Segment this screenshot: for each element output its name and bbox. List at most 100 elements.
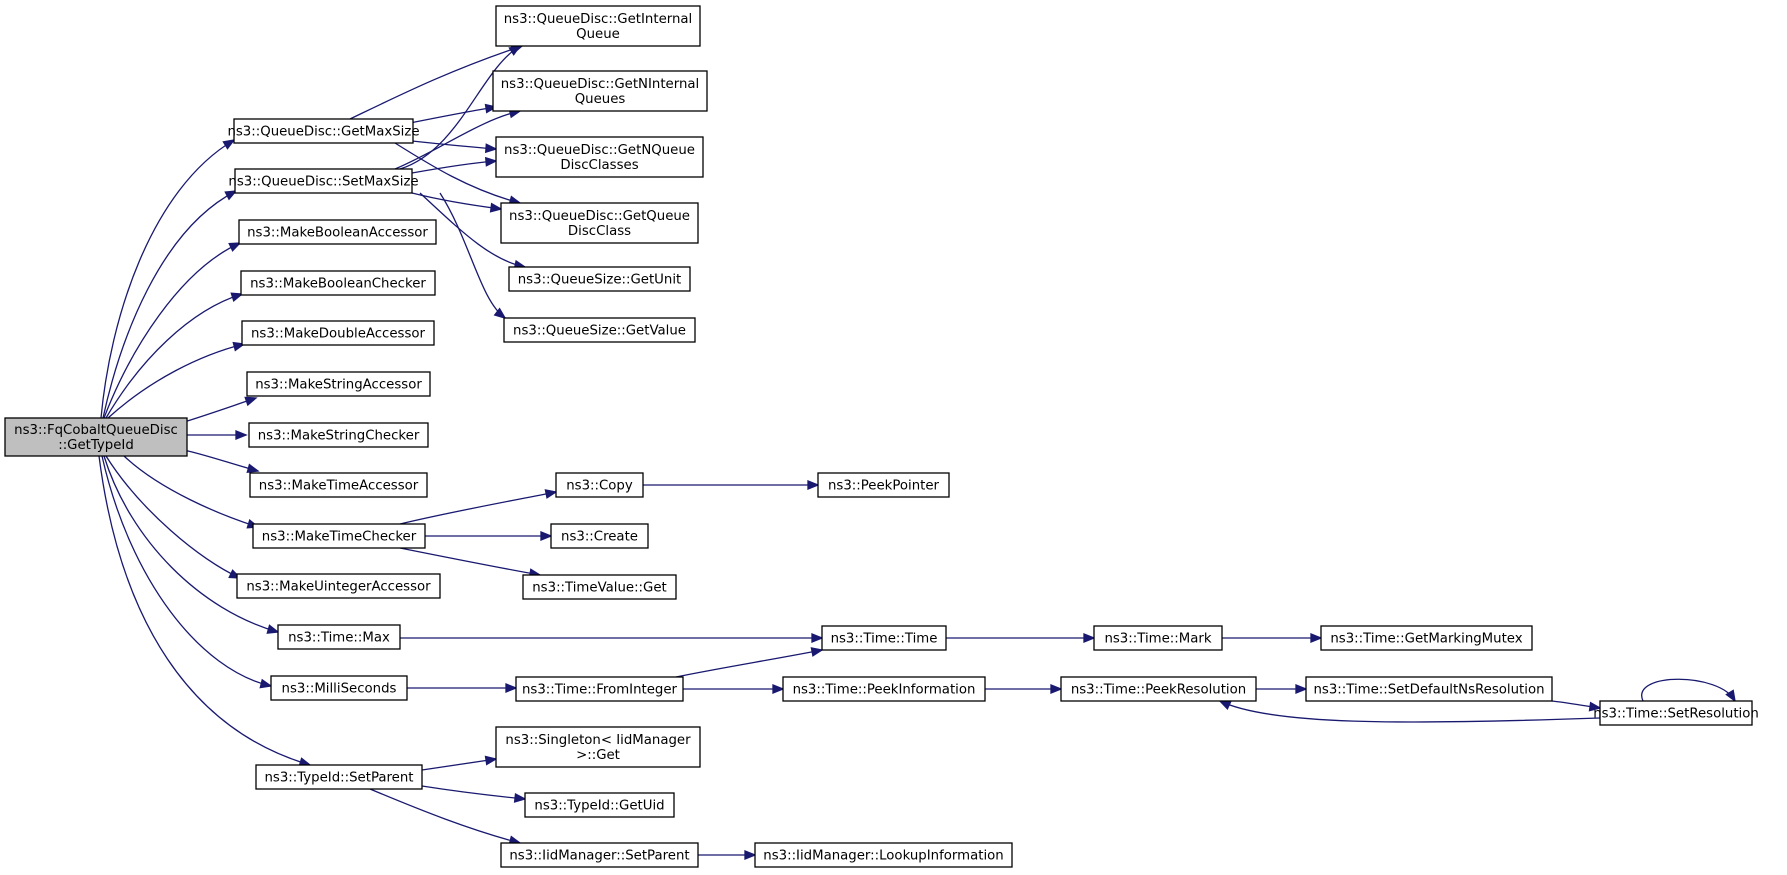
node-fromint[interactable]: ns3::Time::FromInteger — [515, 676, 684, 702]
node-label: ns3::Copy — [566, 479, 633, 494]
node-timemax[interactable]: ns3::Time::Max — [277, 624, 401, 650]
edge-copy-to-peekptr — [643, 480, 820, 490]
node-label: ns3::TypeId::GetUid — [534, 799, 664, 814]
node-label: ns3::QueueDisc::SetMaxSize — [228, 175, 418, 190]
edge-line — [409, 106, 497, 124]
node-box — [248, 422, 429, 448]
edge-arrowhead — [228, 242, 242, 252]
edge-line — [399, 45, 521, 170]
edge-arrowhead — [744, 850, 757, 860]
edge-line — [101, 455, 272, 687]
edge-arrowhead — [1588, 701, 1602, 712]
edge-getmaxsize-to-getnqdc — [411, 140, 498, 154]
node-root[interactable]: ns3::FqCobaltQueueDisc::GetTypeId — [4, 417, 188, 457]
node-label: ns3::TimeValue::Get — [532, 581, 667, 596]
node-label: DiscClass — [568, 224, 631, 239]
node-getmaxsize[interactable]: ns3::QueueDisc::GetMaxSize — [227, 118, 420, 144]
node-mktimechk[interactable]: ns3::MakeTimeChecker — [252, 523, 426, 549]
node-box — [1305, 676, 1553, 702]
node-setparent[interactable]: ns3::TypeId::SetParent — [255, 764, 423, 790]
edge-arrowhead — [489, 202, 503, 213]
edge-setmaxsize-to-getnqdc — [411, 156, 498, 174]
edge-root-to-setparent — [98, 455, 312, 767]
node-setdefns[interactable]: ns3::Time::SetDefaultNsResolution — [1305, 676, 1553, 702]
edge-arrowhead — [1083, 633, 1096, 643]
node-peekptr[interactable]: ns3::PeekPointer — [817, 472, 950, 498]
edge-arrowhead — [811, 633, 824, 643]
node-box — [1093, 625, 1223, 651]
node-copy[interactable]: ns3::Copy — [555, 472, 644, 498]
edge-setparent-to-getuid — [421, 785, 527, 803]
edge-setparent-to-singleton — [421, 755, 498, 771]
edge-arrowhead — [1295, 684, 1308, 694]
edge-line — [183, 397, 257, 423]
edge-arrowhead — [1725, 689, 1736, 703]
node-qsunit[interactable]: ns3::QueueSize::GetUnit — [508, 266, 691, 292]
node-iidsetparent[interactable]: ns3::IidManager::SetParent — [500, 842, 699, 868]
node-mkboolacc[interactable]: ns3::MakeBooleanAccessor — [238, 219, 437, 245]
node-box — [1060, 676, 1257, 702]
node-box — [255, 764, 423, 790]
node-label: ns3::FqCobaltQueueDisc — [14, 423, 178, 438]
edge-root-to-setmaxsize — [102, 190, 238, 419]
node-mkdblacc[interactable]: ns3::MakeDoubleAccessor — [241, 320, 435, 346]
node-mkuintacc[interactable]: ns3::MakeUintegerAccessor — [236, 573, 441, 599]
node-tvget[interactable]: ns3::TimeValue::Get — [522, 574, 677, 600]
node-timetime[interactable]: ns3::Time::Time — [821, 625, 947, 651]
node-label: ns3::MakeDoubleAccessor — [251, 327, 426, 342]
node-label: ns3::QueueSize::GetUnit — [518, 273, 681, 288]
node-label: ns3::Time::GetMarkingMutex — [1330, 632, 1522, 647]
node-singleton[interactable]: ns3::Singleton< IidManager>::Get — [495, 726, 701, 768]
edge-arrowhead — [1310, 633, 1323, 643]
node-box — [246, 371, 431, 397]
edge-peekres-to-setdefns — [1256, 684, 1308, 694]
node-setres[interactable]: ns3::Time::SetResolution — [1593, 700, 1759, 726]
node-setmaxsize[interactable]: ns3::QueueDisc::SetMaxSize — [228, 168, 419, 194]
edge-arrowhead — [810, 647, 824, 657]
node-label: ns3::QueueDisc::GetNQueue — [504, 143, 695, 158]
edge-arrowhead — [246, 463, 260, 474]
node-mkboolchk[interactable]: ns3::MakeBooleanChecker — [240, 270, 436, 296]
edge-arrowhead — [493, 307, 507, 320]
edge-line — [105, 455, 241, 579]
edge-line — [103, 455, 279, 633]
edge-fromint-to-peekinfo — [683, 684, 785, 694]
edge-line — [107, 343, 245, 419]
node-getuid[interactable]: ns3::TypeId::GetUid — [524, 792, 675, 818]
node-peekres[interactable]: ns3::Time::PeekResolution — [1060, 676, 1257, 702]
node-box — [249, 472, 428, 498]
node-label: ns3::IidManager::LookupInformation — [763, 849, 1003, 864]
edge-mktimechk-to-create — [425, 531, 553, 541]
node-box — [234, 168, 413, 194]
node-box — [277, 624, 401, 650]
edge-root-to-mktimechk — [123, 455, 260, 529]
edge-line — [1219, 700, 1601, 723]
node-create[interactable]: ns3::Create — [550, 523, 649, 549]
node-label: ns3::MakeTimeChecker — [262, 530, 417, 545]
node-qsvalue[interactable]: ns3::QueueSize::GetValue — [503, 317, 696, 343]
node-getmarkmutex[interactable]: ns3::Time::GetMarkingMutex — [1320, 625, 1533, 651]
edge-line — [1641, 678, 1736, 702]
node-peekinfo[interactable]: ns3::Time::PeekInformation — [782, 676, 986, 702]
node-mktimeacc[interactable]: ns3::MakeTimeAccessor — [249, 472, 428, 498]
node-lookupinfo[interactable]: ns3::IidManager::LookupInformation — [754, 842, 1013, 868]
edge-timemark-to-getmarkmutex — [1222, 633, 1323, 643]
node-box — [233, 118, 414, 144]
node-millisec[interactable]: ns3::MilliSeconds — [270, 675, 408, 701]
node-timemark[interactable]: ns3::Time::Mark — [1093, 625, 1223, 651]
node-label: ns3::Time::SetDefaultNsResolution — [1313, 683, 1544, 698]
edge-line — [394, 110, 521, 170]
edge-arrowhead — [772, 684, 785, 694]
node-mkstrchk[interactable]: ns3::MakeStringChecker — [248, 422, 429, 448]
node-box — [515, 676, 684, 702]
node-mkstracc[interactable]: ns3::MakeStringAccessor — [246, 371, 431, 397]
node-box — [495, 5, 701, 47]
node-box — [522, 574, 677, 600]
edge-arrowhead — [230, 292, 244, 303]
node-label: ns3::MakeTimeAccessor — [259, 479, 419, 494]
